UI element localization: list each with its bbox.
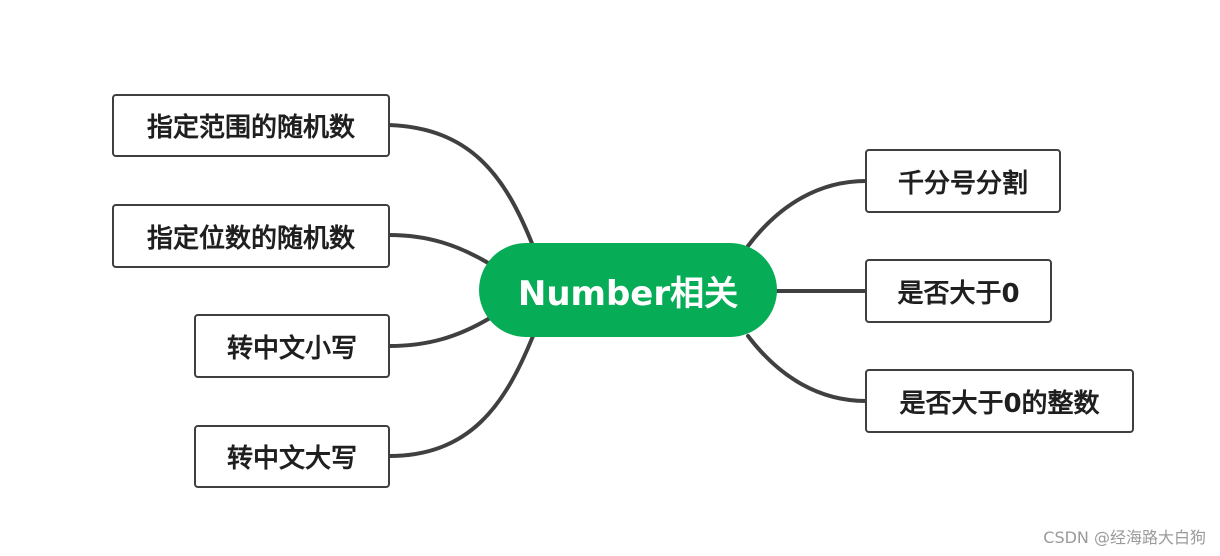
- watermark: CSDN @经海路大白狗: [1043, 528, 1206, 547]
- edge-left-3: [387, 316, 492, 348]
- edge-right-3: [746, 334, 868, 403]
- node-left-4[interactable]: 转中文大写: [194, 425, 390, 488]
- edge-left-2: [387, 233, 492, 266]
- root-node[interactable]: Number相关: [479, 243, 777, 337]
- edge-left-4: [387, 334, 535, 458]
- node-right-2[interactable]: 是否大于0: [865, 259, 1052, 323]
- node-left-3[interactable]: 转中文小写: [194, 314, 390, 378]
- edge-right-1: [746, 179, 868, 248]
- node-left-1[interactable]: 指定范围的随机数: [112, 94, 390, 157]
- node-right-1[interactable]: 千分号分割: [865, 149, 1061, 213]
- node-right-3[interactable]: 是否大于0的整数: [865, 369, 1134, 433]
- node-left-2[interactable]: 指定位数的随机数: [112, 204, 390, 268]
- edge-left-1: [387, 123, 535, 248]
